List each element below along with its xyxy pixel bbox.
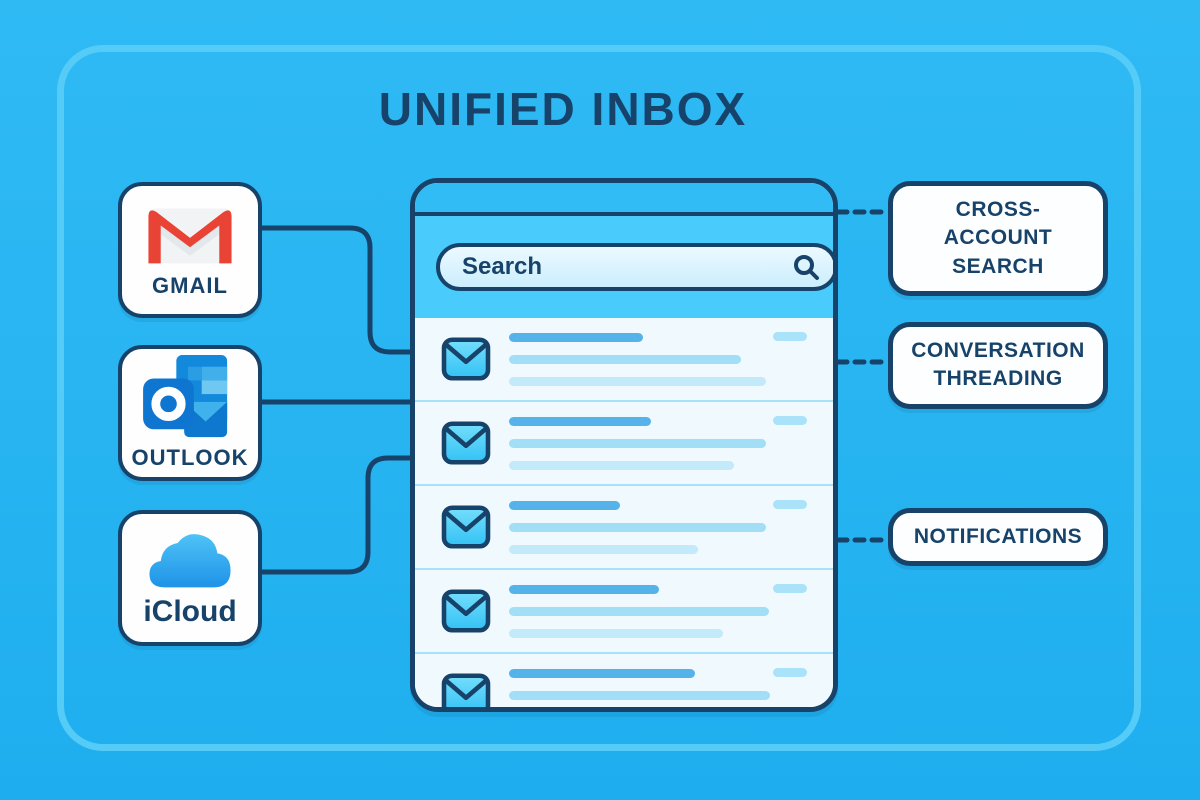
gmail-icon [144, 201, 236, 269]
preview-line-2 [509, 460, 734, 470]
email-text-lines [509, 668, 807, 708]
envelope-icon [441, 589, 491, 633]
inbox-panel [410, 178, 838, 712]
inbox-titlebar [415, 183, 833, 216]
email-text-lines [509, 332, 807, 386]
feature-label: NOTIFICATIONS [913, 525, 1083, 548]
icloud-icon [138, 527, 242, 593]
email-text-lines [509, 584, 807, 638]
account-label-gmail: GMAIL [152, 273, 228, 298]
feature-callout-conversation-threading: CONVERSATION THREADING [888, 322, 1108, 409]
feature-label: CROSS-ACCOUNT SEARCH [943, 198, 1053, 278]
email-row [415, 400, 833, 484]
time-line [773, 668, 807, 677]
gmail-connector-line [259, 225, 415, 355]
email-row [415, 484, 833, 568]
subject-line [509, 668, 695, 678]
preview-line-1 [509, 354, 741, 364]
time-line [773, 584, 807, 593]
email-row [415, 652, 833, 708]
inbox-search-section [415, 216, 833, 318]
preview-line-1 [509, 690, 770, 700]
page-title: UNIFIED INBOX [378, 83, 748, 135]
icloud-connector-line [259, 455, 415, 575]
email-row [415, 568, 833, 652]
account-card-gmail: GMAIL [118, 182, 262, 318]
subject-line [509, 332, 643, 342]
preview-line-2 [509, 544, 698, 554]
email-row [415, 318, 833, 400]
feature-callout-cross-account-search: CROSS-ACCOUNT SEARCH [888, 181, 1108, 297]
envelope-icon [441, 505, 491, 549]
feature-label: CONVERSATION THREADING [911, 339, 1085, 391]
time-line [773, 332, 807, 341]
time-line [773, 500, 807, 509]
envelope-icon [441, 337, 491, 381]
account-label-icloud: iCloud [143, 595, 237, 628]
preview-line-1 [509, 438, 766, 448]
outlook-icon [141, 355, 239, 441]
subject-line [509, 584, 659, 594]
email-text-lines [509, 416, 807, 470]
account-card-icloud: iCloud [118, 510, 262, 646]
email-text-lines [509, 500, 807, 554]
search-input-container[interactable] [436, 243, 833, 291]
preview-line-2 [509, 376, 766, 386]
search-icon [792, 253, 820, 281]
search-input[interactable] [460, 252, 792, 282]
preview-line-1 [509, 522, 766, 532]
email-list [415, 318, 833, 708]
envelope-icon [441, 421, 491, 465]
account-card-outlook: OUTLOOK [118, 345, 262, 481]
feature-callout-notifications: NOTIFICATIONS [888, 508, 1108, 567]
preview-line-1 [509, 606, 769, 616]
envelope-icon [441, 673, 491, 707]
subject-line [509, 500, 620, 510]
subject-line [509, 416, 651, 426]
account-label-outlook: OUTLOOK [131, 445, 249, 470]
time-line [773, 416, 807, 425]
preview-line-2 [509, 628, 723, 638]
